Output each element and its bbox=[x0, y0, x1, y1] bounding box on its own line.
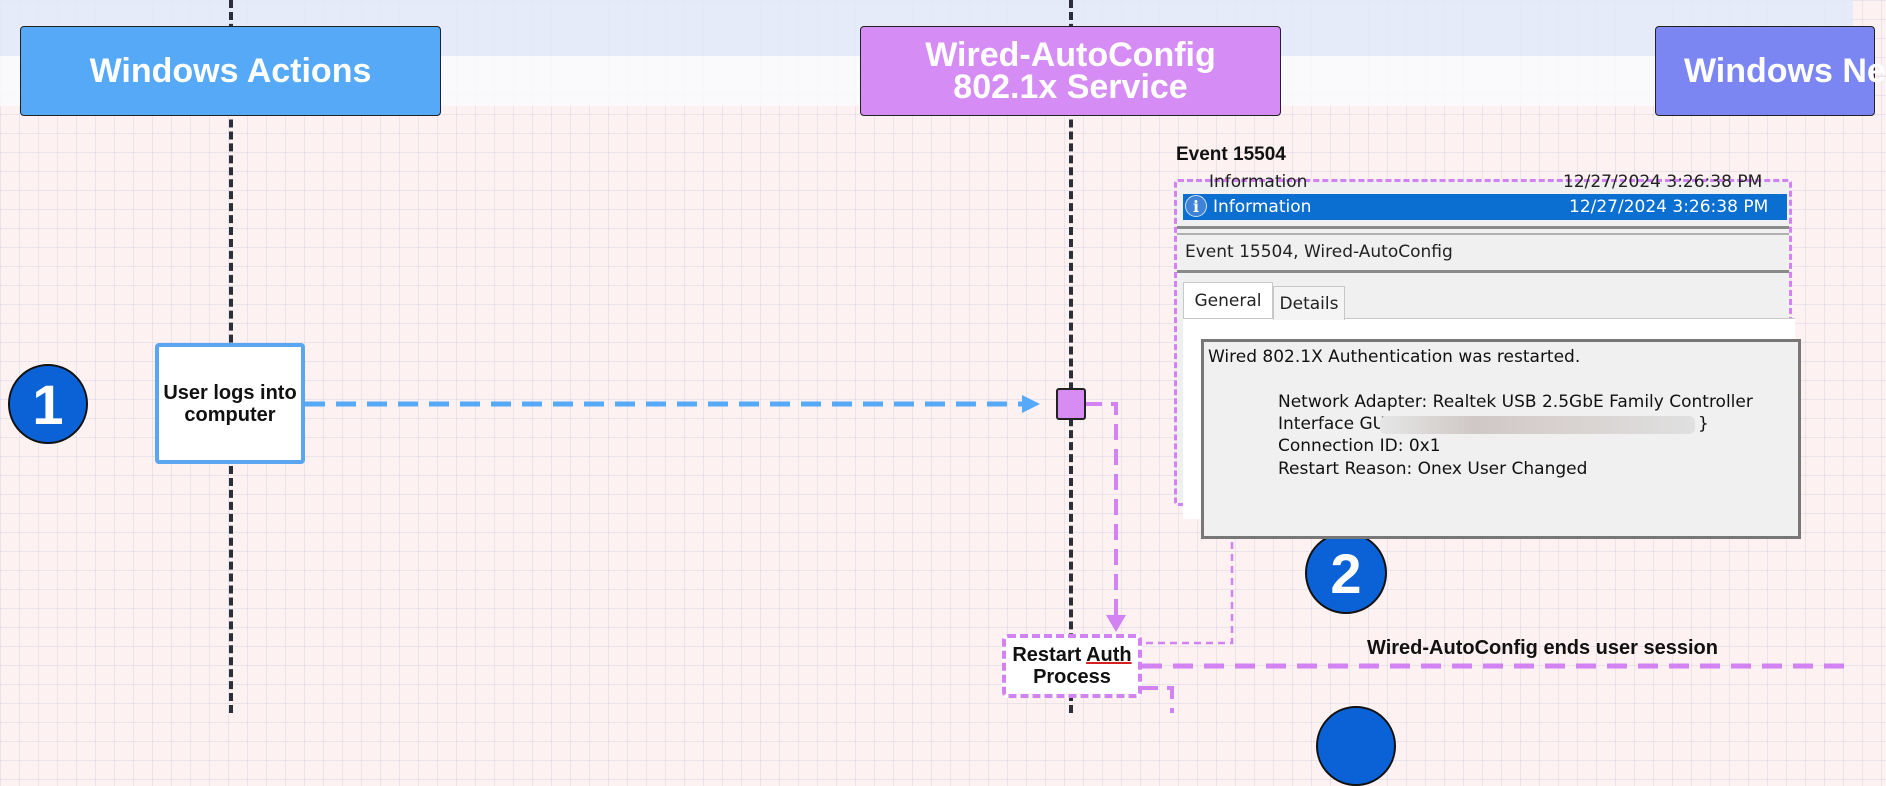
event-row-date: 12/27/2024 3:26:38 PM bbox=[1569, 197, 1769, 217]
separator bbox=[1177, 270, 1789, 273]
event-row-previous[interactable]: Information 12/27/2024 3:26:38 PM bbox=[1177, 172, 1789, 192]
login-arrow-head bbox=[1022, 395, 1040, 413]
restart-word: Restart bbox=[1012, 644, 1082, 666]
lane-title-line2: 802.1x Service bbox=[953, 68, 1188, 106]
event-title: Event 15504 bbox=[1176, 144, 1286, 165]
step-3-badge-partial bbox=[1316, 706, 1396, 786]
activation-box bbox=[1056, 388, 1086, 420]
lane-title: Windows Ne bbox=[1684, 52, 1886, 90]
tab-details[interactable]: Details bbox=[1273, 286, 1345, 320]
connection-id-line: Connection ID: 0x1 bbox=[1278, 436, 1441, 456]
user-login-line2: computer bbox=[184, 403, 276, 426]
separator bbox=[1177, 226, 1789, 229]
restart-arrow-head bbox=[1106, 615, 1126, 632]
lifeline-wired-autoconfig bbox=[1069, 0, 1073, 713]
auth-word: Auth bbox=[1086, 644, 1132, 666]
user-login-box[interactable]: User logs into computer bbox=[155, 343, 305, 464]
lane-title-line1: Wired-AutoConfig bbox=[925, 36, 1216, 74]
lane-header-windows-actions[interactable]: Windows Actions bbox=[20, 26, 441, 116]
message-line: Wired 802.1X Authentication was restarte… bbox=[1208, 347, 1581, 367]
redacted-guid bbox=[1380, 416, 1695, 434]
ends-session-label: Wired-AutoConfig ends user session bbox=[1367, 637, 1718, 659]
lane-header-wired-autoconfig[interactable]: Wired-AutoConfig 802.1x Service bbox=[860, 26, 1281, 116]
network-adapter-line: Network Adapter: Realtek USB 2.5GbE Fami… bbox=[1278, 392, 1753, 412]
event-message-box[interactable]: Wired 802.1X Authentication was restarte… bbox=[1201, 339, 1801, 539]
tab-general[interactable]: General bbox=[1183, 282, 1273, 318]
event-callout-line bbox=[1142, 506, 1234, 645]
event-detail-header: Event 15504, Wired-AutoConfig bbox=[1185, 242, 1453, 262]
continuation-connector bbox=[1142, 686, 1174, 713]
connector-layer bbox=[305, 395, 1853, 713]
step-2-badge: 2 bbox=[1305, 532, 1387, 614]
step-1-badge: 1 bbox=[8, 364, 88, 444]
restart-auth-process-box[interactable]: Restart Auth Process bbox=[1002, 634, 1142, 698]
step-number: 2 bbox=[1330, 541, 1362, 605]
event-row-selected[interactable]: i Information 12/27/2024 3:26:38 PM bbox=[1183, 194, 1787, 220]
tab-details-label: Details bbox=[1279, 293, 1339, 314]
info-icon: i bbox=[1185, 195, 1207, 217]
event-row-level: Information bbox=[1209, 172, 1308, 192]
lane-header-windows-network[interactable]: Windows Ne bbox=[1655, 26, 1886, 116]
event-viewer-panel: Information 12/27/2024 3:26:38 PM i Info… bbox=[1174, 172, 1801, 539]
step-number: 1 bbox=[32, 372, 64, 436]
process-word: Process bbox=[1033, 666, 1111, 688]
lane-title: Windows Actions bbox=[89, 52, 372, 90]
restart-reason-line: Restart Reason: Onex User Changed bbox=[1278, 459, 1588, 479]
separator bbox=[1177, 233, 1789, 235]
event-row-date: 12/27/2024 3:26:38 PM bbox=[1563, 172, 1763, 192]
user-login-line1: User logs into bbox=[163, 381, 297, 404]
tab-general-label: General bbox=[1194, 290, 1262, 311]
restart-connector bbox=[1086, 402, 1118, 617]
event-row-level: Information bbox=[1213, 197, 1312, 217]
guid-closing-brace: } bbox=[1698, 414, 1709, 434]
